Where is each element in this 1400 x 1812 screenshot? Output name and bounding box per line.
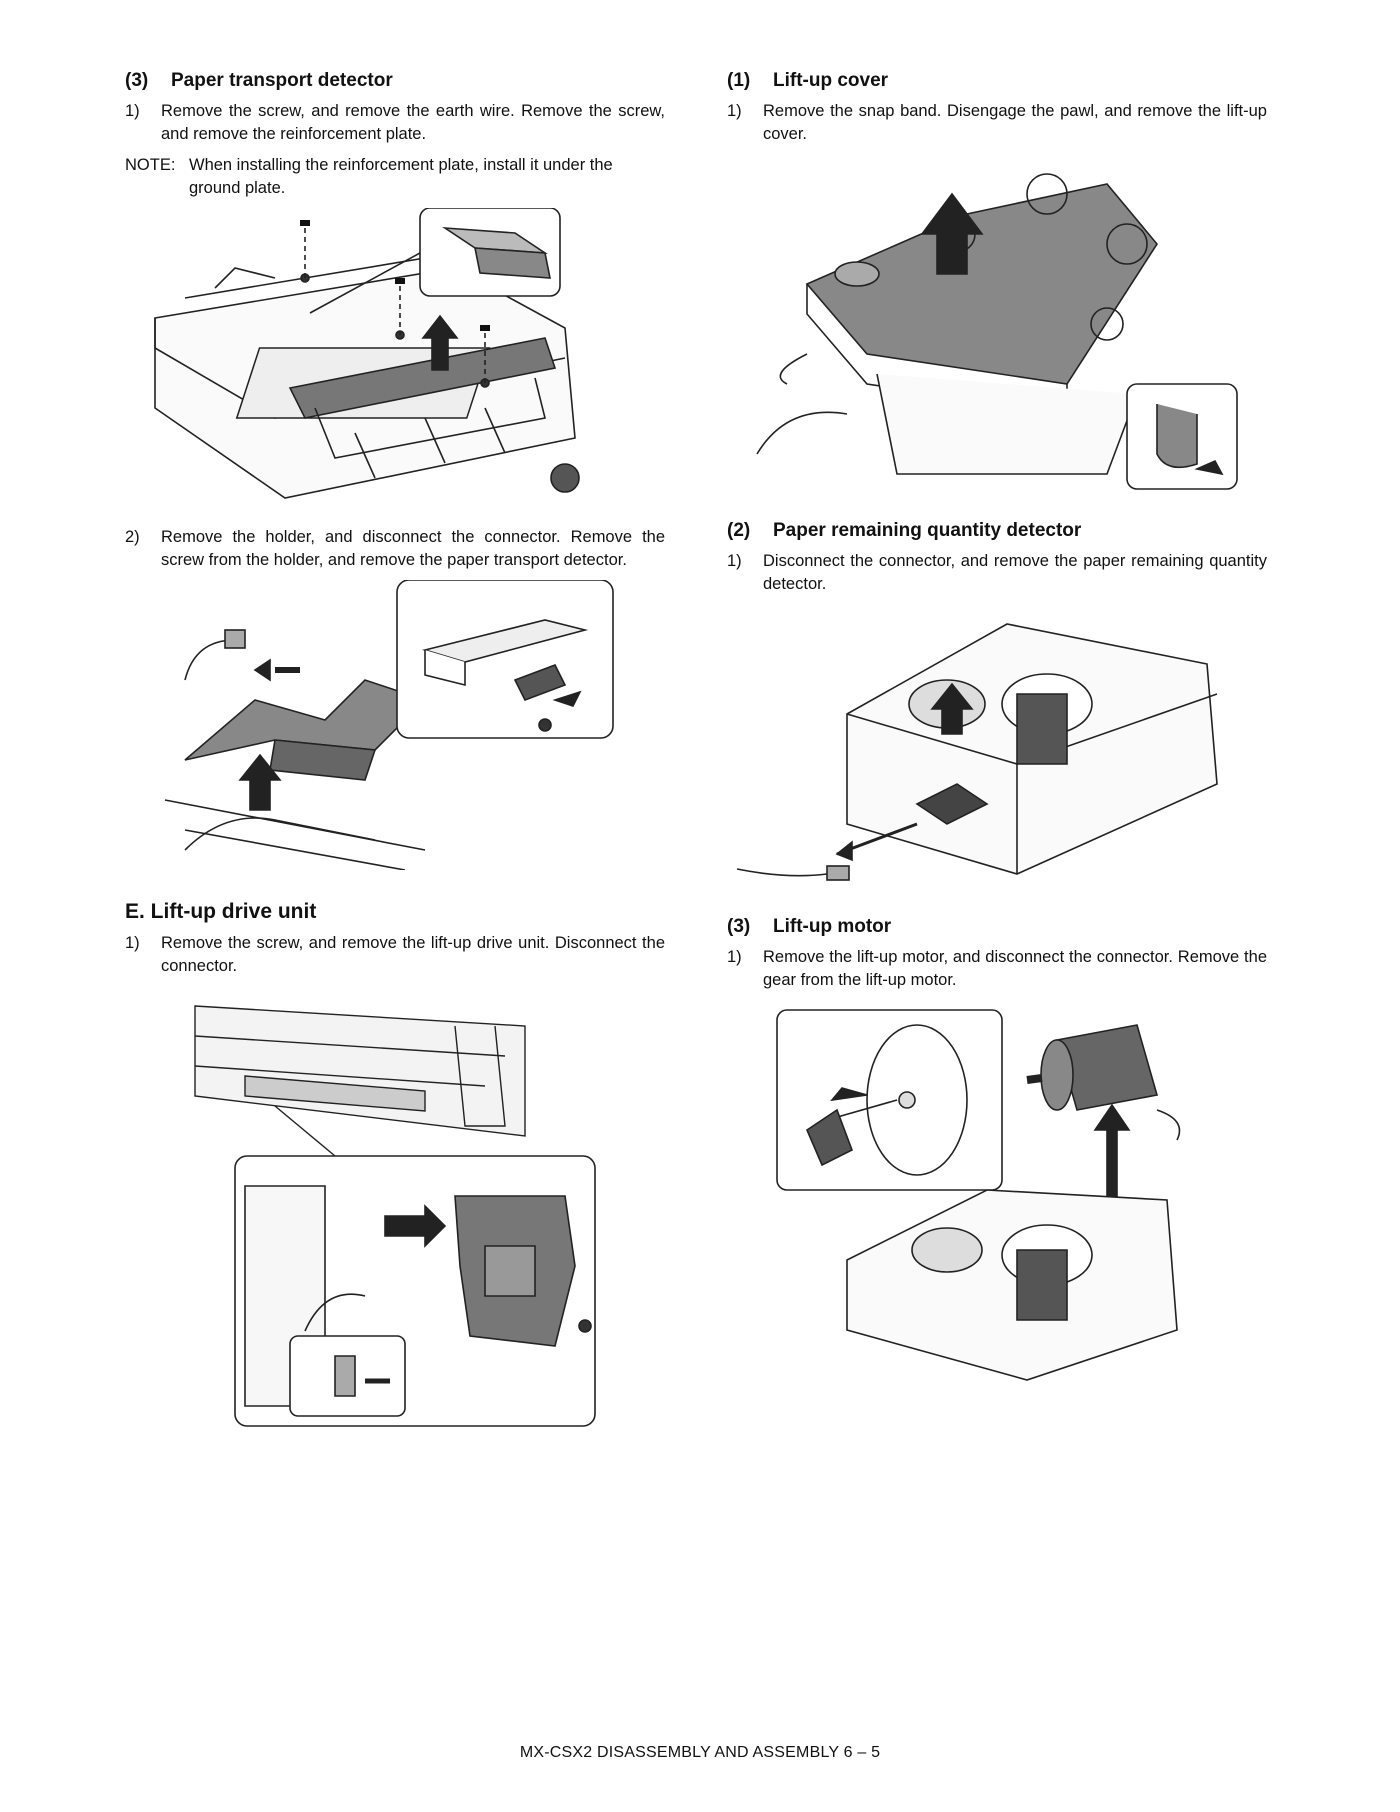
step-text: Disconnect the connector, and remove the… — [763, 552, 1267, 593]
section-heading-liftup-motor: (3) Lift-up motor — [727, 916, 1267, 938]
section-heading-paper-remaining-quantity-detector: (2) Paper remaining quantity detector — [727, 520, 1267, 542]
section-heading-paper-transport-detector: (3) Paper transport detector — [125, 70, 665, 92]
figure-liftup-cover — [727, 154, 1267, 494]
figure-paper-remaining-detector — [727, 604, 1267, 894]
right-column: (1) Lift-up cover 1) Remove the snap ban… — [727, 62, 1267, 1390]
step-number: 1) — [125, 102, 140, 120]
step-number: 1) — [125, 934, 140, 952]
step-number: 1) — [727, 552, 742, 570]
section-number: (2) — [727, 520, 751, 541]
step-number: 1) — [727, 948, 742, 966]
section-number: (3) — [727, 916, 751, 937]
figure-liftup-drive-unit — [125, 986, 665, 1436]
section-heading-liftup-drive-unit: E. Lift-up drive unit — [125, 900, 317, 923]
step-number: 1) — [727, 102, 742, 120]
section-number: (3) — [125, 70, 149, 91]
section-title: Paper remaining quantity detector — [773, 520, 1082, 541]
step-2: 2) Remove the holder, and disconnect the… — [125, 526, 665, 572]
section-number: (1) — [727, 70, 751, 91]
section-heading-liftup-cover: (1) Lift-up cover — [727, 70, 1267, 92]
figure-paper-transport-detector — [125, 580, 665, 870]
figure-liftup-motor — [727, 1000, 1267, 1390]
step-text: Remove the snap band. Disengage the pawl… — [763, 102, 1267, 143]
step-1: 1) Remove the lift-up motor, and disconn… — [727, 946, 1267, 992]
step-number: 2) — [125, 528, 140, 546]
step-1: 1) Remove the screw, and remove the lift… — [125, 932, 665, 978]
step-text: Remove the screw, and remove the lift-up… — [161, 934, 665, 975]
step-1: 1) Remove the screw, and remove the eart… — [125, 100, 665, 146]
note-label: NOTE: — [125, 156, 176, 174]
section-title: Lift-up cover — [773, 70, 889, 91]
left-column: (3) Paper transport detector 1) Remove t… — [125, 62, 665, 1436]
note-text: When installing the reinforcement plate,… — [189, 156, 613, 197]
step-1: 1) Remove the snap band. Disengage the p… — [727, 100, 1267, 146]
note: NOTE: When installing the reinforcement … — [125, 154, 665, 200]
step-text: Remove the screw, and remove the earth w… — [161, 102, 665, 143]
section-title: Lift-up motor — [773, 916, 892, 937]
page-footer: MX-CSX2 DISASSEMBLY AND ASSEMBLY 6 – 5 — [519, 1744, 881, 1761]
step-text: Remove the lift-up motor, and disconnect… — [763, 948, 1267, 989]
step-1: 1) Disconnect the connector, and remove … — [727, 550, 1267, 596]
section-title: Paper transport detector — [171, 70, 393, 91]
step-text: Remove the holder, and disconnect the co… — [161, 528, 665, 569]
figure-reinforcement-plate — [125, 208, 665, 508]
